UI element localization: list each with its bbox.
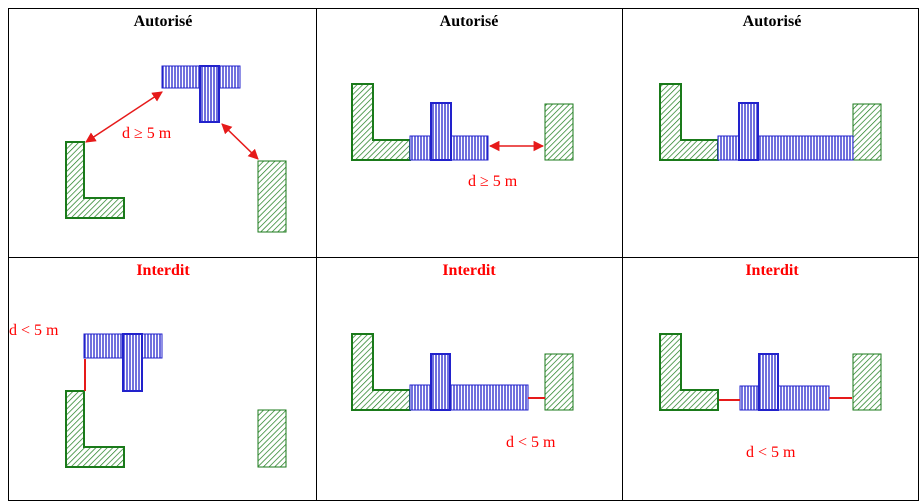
existing-building-block — [544, 353, 574, 411]
distance-label: d < 5 m — [506, 434, 556, 451]
existing-building-block — [852, 103, 882, 161]
existing-building-l-shape — [351, 83, 411, 161]
cell-2-diagram: d ≥ 5 m — [351, 83, 574, 190]
new-building-stem — [199, 65, 220, 123]
distance-label: d < 5 m — [746, 444, 796, 461]
distance-arrow — [85, 91, 163, 143]
cell-5-title: Interdit — [442, 262, 496, 279]
existing-building-l-shape — [65, 390, 125, 468]
cell-4-title: Interdit — [136, 262, 190, 279]
existing-building-block — [257, 409, 287, 468]
new-building-stem — [430, 353, 451, 411]
cell-4-diagram: d < 5 m — [9, 322, 287, 468]
table-grid — [8, 8, 919, 501]
existing-building-block — [544, 103, 574, 161]
distance-label: d ≥ 5 m — [122, 125, 172, 142]
distance-label: d ≥ 5 m — [468, 173, 518, 190]
new-building-stem — [738, 102, 759, 161]
new-building-stem — [758, 353, 779, 411]
distance-label: d < 5 m — [9, 322, 59, 339]
new-building-stem — [122, 333, 143, 392]
cell-3-diagram — [659, 83, 882, 161]
cell-1-diagram: d ≥ 5 m — [65, 65, 287, 233]
cell-3-title: Autorisé — [743, 13, 802, 30]
cell-1-title: Autorisé — [134, 13, 193, 30]
cell-2-title: Autorisé — [440, 13, 499, 30]
cell-5-diagram: d < 5 m — [351, 333, 574, 451]
new-building-bar — [409, 384, 529, 411]
existing-building-block — [852, 353, 882, 411]
existing-building-l-shape — [351, 333, 411, 411]
new-building-stem — [430, 102, 452, 161]
cell-6-diagram: d < 5 m — [659, 333, 882, 461]
existing-building-l-shape — [659, 333, 719, 411]
new-building-bar — [739, 385, 830, 411]
cell-6-title: Interdit — [745, 262, 799, 279]
existing-building-l-shape — [65, 141, 125, 219]
distance-arrow — [221, 123, 259, 160]
existing-building-l-shape — [659, 83, 719, 161]
existing-building-block — [257, 160, 287, 233]
